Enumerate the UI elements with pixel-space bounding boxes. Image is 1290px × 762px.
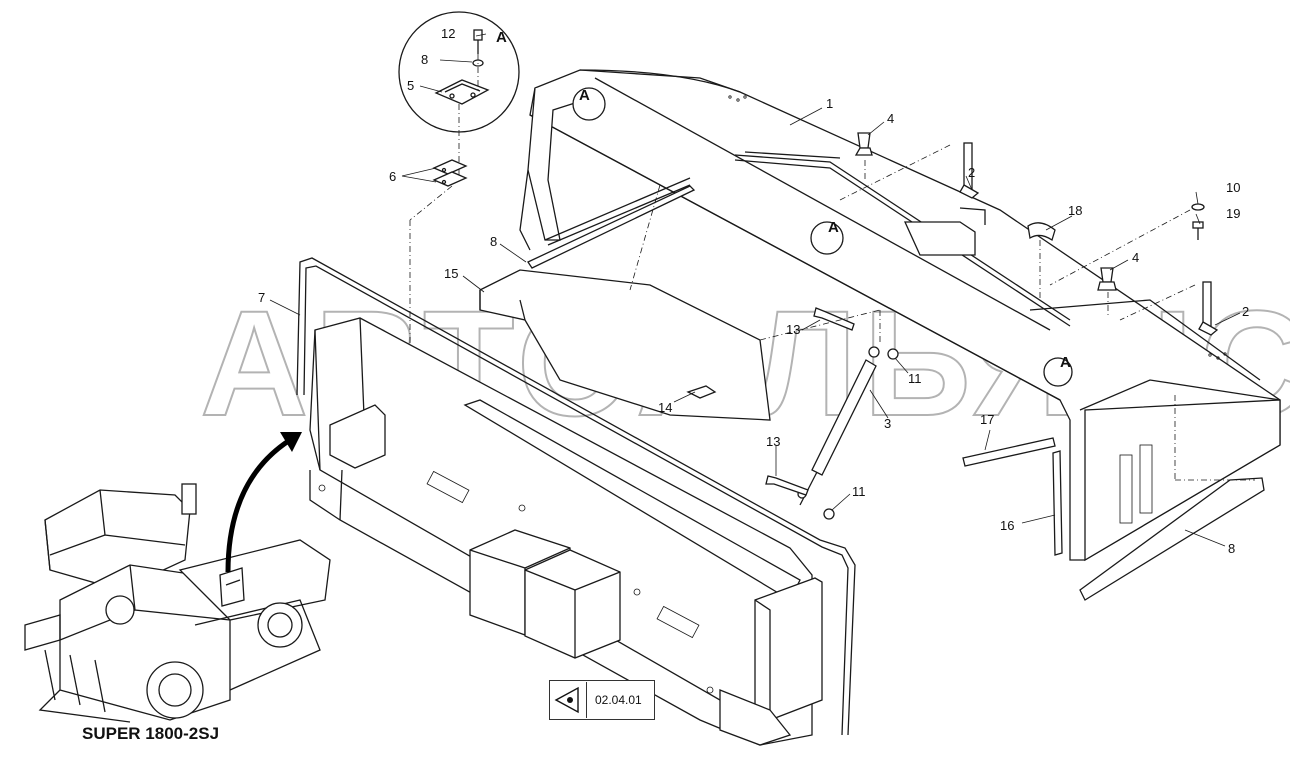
base-frame <box>309 317 823 746</box>
hinge-plates <box>409 159 468 380</box>
eye-view-icon <box>554 682 587 718</box>
callout-5: 5 <box>407 78 414 93</box>
detail-a-letter: A <box>496 29 507 46</box>
callout-6: 6 <box>389 169 396 184</box>
location-arrow <box>225 432 302 573</box>
top-hood-cover <box>519 69 1281 562</box>
callout-10: 8 <box>421 52 428 67</box>
callout-8-lower: 8 <box>1228 541 1235 556</box>
svg-text:A: A <box>1060 354 1071 371</box>
cover-panel <box>479 184 881 421</box>
callout-17: 17 <box>980 412 994 427</box>
marker-a-1: A <box>572 87 606 121</box>
gas-spring <box>765 307 899 520</box>
callout-14: 14 <box>658 400 672 415</box>
callout-11-upper: 11 <box>908 371 922 386</box>
callout-2-lower: 2 <box>1242 304 1249 319</box>
callout-7: 7 <box>258 290 265 305</box>
latch <box>686 385 717 399</box>
callout-13-lower: 13 <box>766 434 780 449</box>
view-reference-code: 02.04.01 <box>595 693 642 707</box>
callout-11-lower: 11 <box>852 484 866 499</box>
callout-12: 12 <box>441 26 455 41</box>
callout-2-upper: 2 <box>968 165 975 180</box>
callout-4-lower: 4 <box>1132 250 1139 265</box>
clamp-bracket <box>1027 222 1056 300</box>
svg-text:A: A <box>579 87 590 104</box>
svg-text:A: A <box>828 219 839 236</box>
callout-10-right: 10 <box>1226 180 1240 195</box>
callout-15: 15 <box>444 266 458 281</box>
paver-machine-thumbnail <box>24 483 331 723</box>
lock-fittings <box>854 132 1117 315</box>
callout-3: 3 <box>884 416 891 431</box>
hinge-pins <box>839 142 1219 336</box>
callout-13-upper: 13 <box>786 322 800 337</box>
view-reference-box: 02.04.01 <box>549 680 655 720</box>
marker-a-3: A <box>1043 354 1073 387</box>
callout-18: 18 <box>1068 203 1082 218</box>
model-label: SUPER 1800-2SJ <box>82 724 220 743</box>
callout-4-upper: 4 <box>887 111 894 126</box>
callout-19: 19 <box>1226 206 1240 221</box>
marker-a-2: A <box>810 219 844 255</box>
callout-leaders <box>269 33 1241 547</box>
callout-1: 1 <box>826 96 833 111</box>
callout-16: 16 <box>1000 518 1014 533</box>
callout-8-upper: 8 <box>490 234 497 249</box>
seal-strips <box>296 185 1265 736</box>
